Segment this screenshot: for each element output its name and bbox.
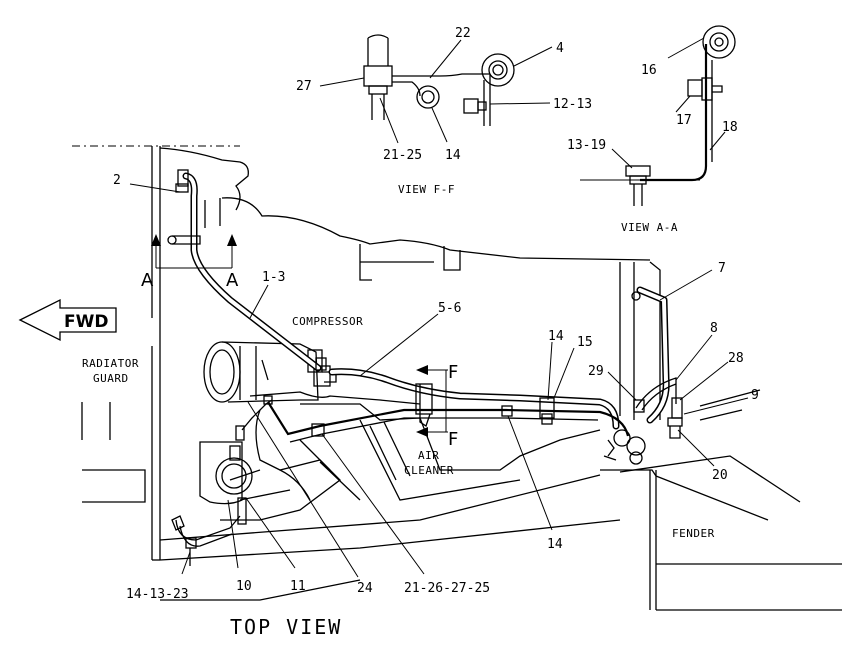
callout-15: 15 bbox=[577, 335, 593, 350]
callout-22: 22 bbox=[455, 26, 471, 41]
section-f-top: F bbox=[448, 362, 458, 383]
callout-28: 28 bbox=[728, 351, 744, 366]
callout-8: 8 bbox=[710, 321, 718, 336]
callout-16: 16 bbox=[641, 63, 657, 78]
callout-2: 2 bbox=[113, 173, 121, 188]
section-a-right: A bbox=[226, 270, 239, 291]
fittings bbox=[167, 169, 683, 566]
callout-29: 29 bbox=[588, 364, 604, 379]
section-a-left: A bbox=[141, 270, 154, 291]
fwd-label: FWD bbox=[64, 312, 108, 332]
fender-label: FENDER bbox=[672, 527, 715, 540]
callout-24: 24 bbox=[357, 581, 373, 596]
callout-14-ff: 14 bbox=[445, 148, 461, 163]
callout-17: 17 bbox=[676, 113, 692, 128]
callout-14-mid: 14 bbox=[548, 329, 564, 344]
view-aa-inset bbox=[580, 25, 736, 206]
section-f-bottom: F bbox=[448, 429, 458, 450]
view-ff-inset bbox=[319, 34, 553, 144]
guard-label: GUARD bbox=[93, 372, 129, 385]
callout-21-26-27-25: 21-26-27-25 bbox=[404, 581, 490, 596]
callout-14-13-23: 14-13-23 bbox=[126, 587, 189, 602]
callout-4: 4 bbox=[556, 41, 564, 56]
view-ff-label: VIEW F-F bbox=[398, 183, 455, 196]
air-hoses bbox=[175, 172, 677, 547]
compressor bbox=[203, 341, 337, 403]
leader-lines bbox=[129, 183, 749, 578]
radiator-label: RADIATOR bbox=[82, 357, 139, 370]
callout-21-25: 21-25 bbox=[383, 148, 422, 163]
top-view-title: TOP VIEW bbox=[230, 615, 342, 639]
callout-1-3: 1-3 bbox=[262, 270, 285, 285]
callout-27: 27 bbox=[296, 79, 312, 94]
callout-12-13: 12-13 bbox=[553, 97, 592, 112]
callout-14-low: 14 bbox=[547, 537, 563, 552]
callout-18: 18 bbox=[722, 120, 738, 135]
callout-10: 10 bbox=[236, 579, 252, 594]
section-aa-markers bbox=[151, 234, 237, 269]
callout-5-6: 5-6 bbox=[438, 301, 461, 316]
forward-arrow-icon bbox=[18, 298, 117, 342]
callout-11: 11 bbox=[290, 579, 306, 594]
callout-9: 9 bbox=[751, 388, 759, 403]
air-label: AIR bbox=[418, 449, 439, 462]
section-ff-markers bbox=[416, 365, 448, 437]
engine-block bbox=[220, 391, 601, 521]
machine-outline bbox=[72, 145, 842, 611]
view-aa-label: VIEW A-A bbox=[621, 221, 678, 234]
callout-7: 7 bbox=[718, 261, 726, 276]
callout-20: 20 bbox=[712, 468, 728, 483]
callout-13-19: 13-19 bbox=[567, 138, 606, 153]
compressor-label: COMPRESSOR bbox=[292, 315, 363, 328]
cleaner-label: CLEANER bbox=[404, 464, 454, 477]
